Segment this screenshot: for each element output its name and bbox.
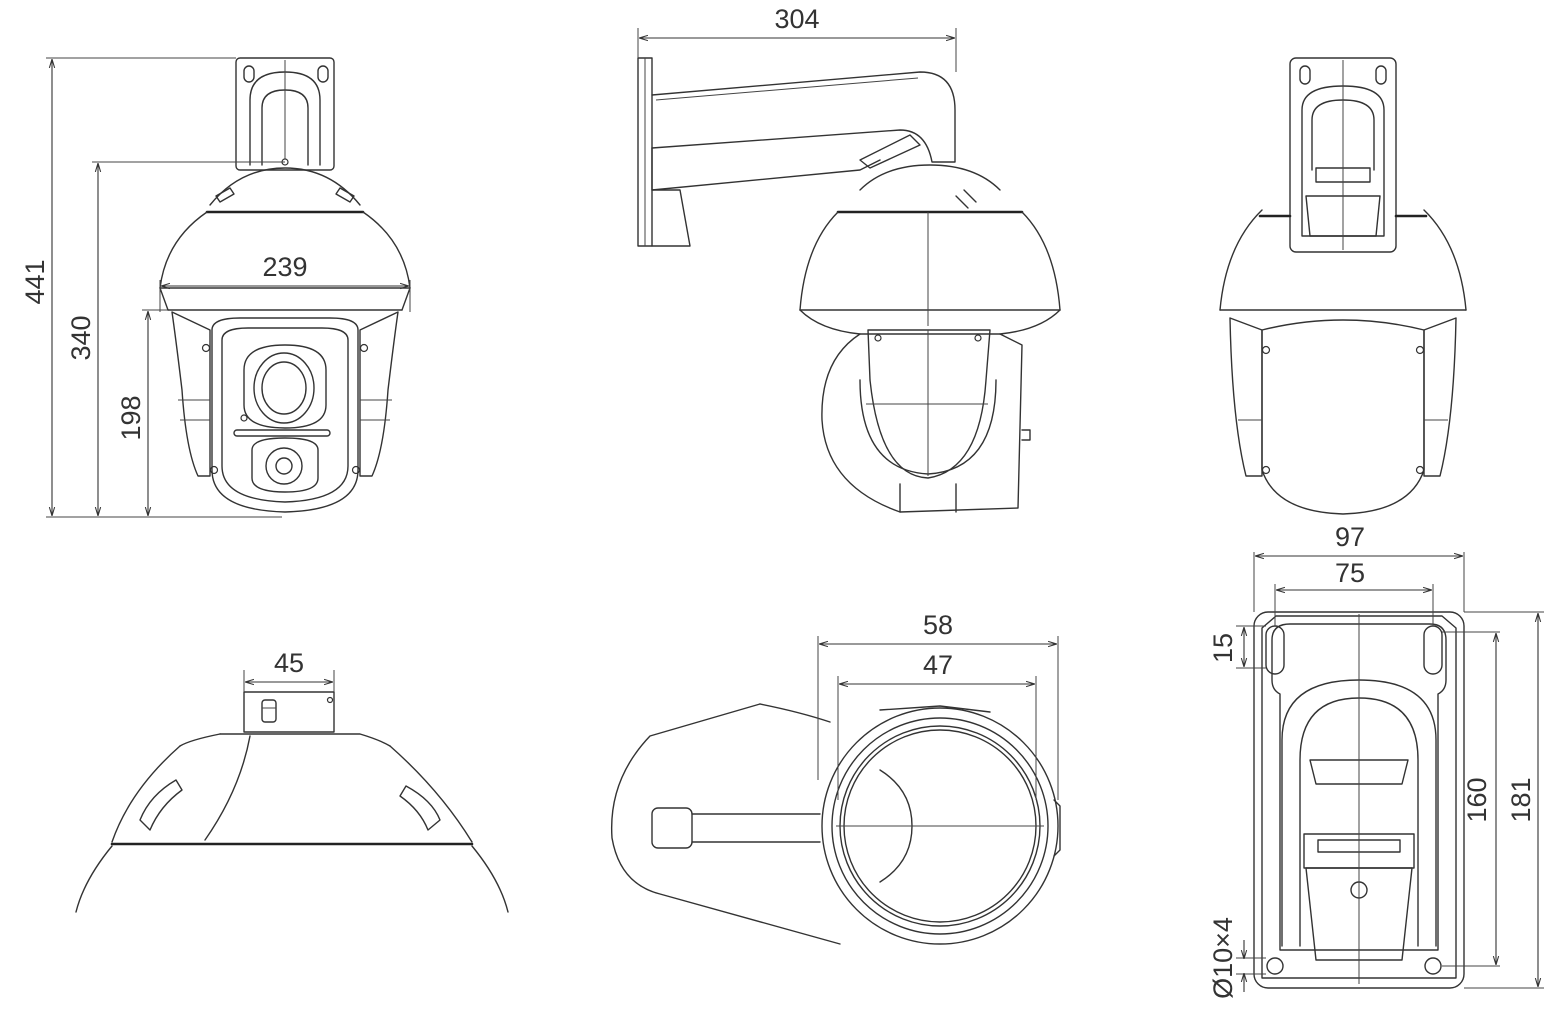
dim-front-head-height: 198 bbox=[116, 395, 146, 440]
side-view bbox=[637, 28, 1061, 513]
dim-plate-holes: Ø10×4 bbox=[1208, 917, 1238, 999]
mounting-plate-view bbox=[1236, 552, 1544, 992]
dim-front-bracket-height: 340 bbox=[66, 315, 96, 360]
back-view bbox=[1219, 57, 1467, 515]
dim-plate-hole-vertical: 160 bbox=[1462, 777, 1492, 822]
dim-top-width: 45 bbox=[274, 648, 304, 678]
dim-plate-slot: 15 bbox=[1208, 633, 1238, 663]
dim-plate-height: 181 bbox=[1506, 777, 1536, 822]
dim-bottom-inner: 47 bbox=[923, 650, 953, 680]
dim-plate-hole-spacing: 75 bbox=[1335, 558, 1365, 588]
dim-front-width: 239 bbox=[262, 252, 307, 282]
dim-bottom-outer: 58 bbox=[923, 610, 953, 640]
dim-front-total-height: 441 bbox=[20, 259, 50, 304]
dome-top-view bbox=[75, 670, 509, 913]
front-view bbox=[46, 57, 411, 518]
dim-arm-length: 304 bbox=[774, 4, 819, 34]
bottom-view bbox=[610, 636, 1061, 945]
dim-plate-width: 97 bbox=[1335, 522, 1365, 552]
